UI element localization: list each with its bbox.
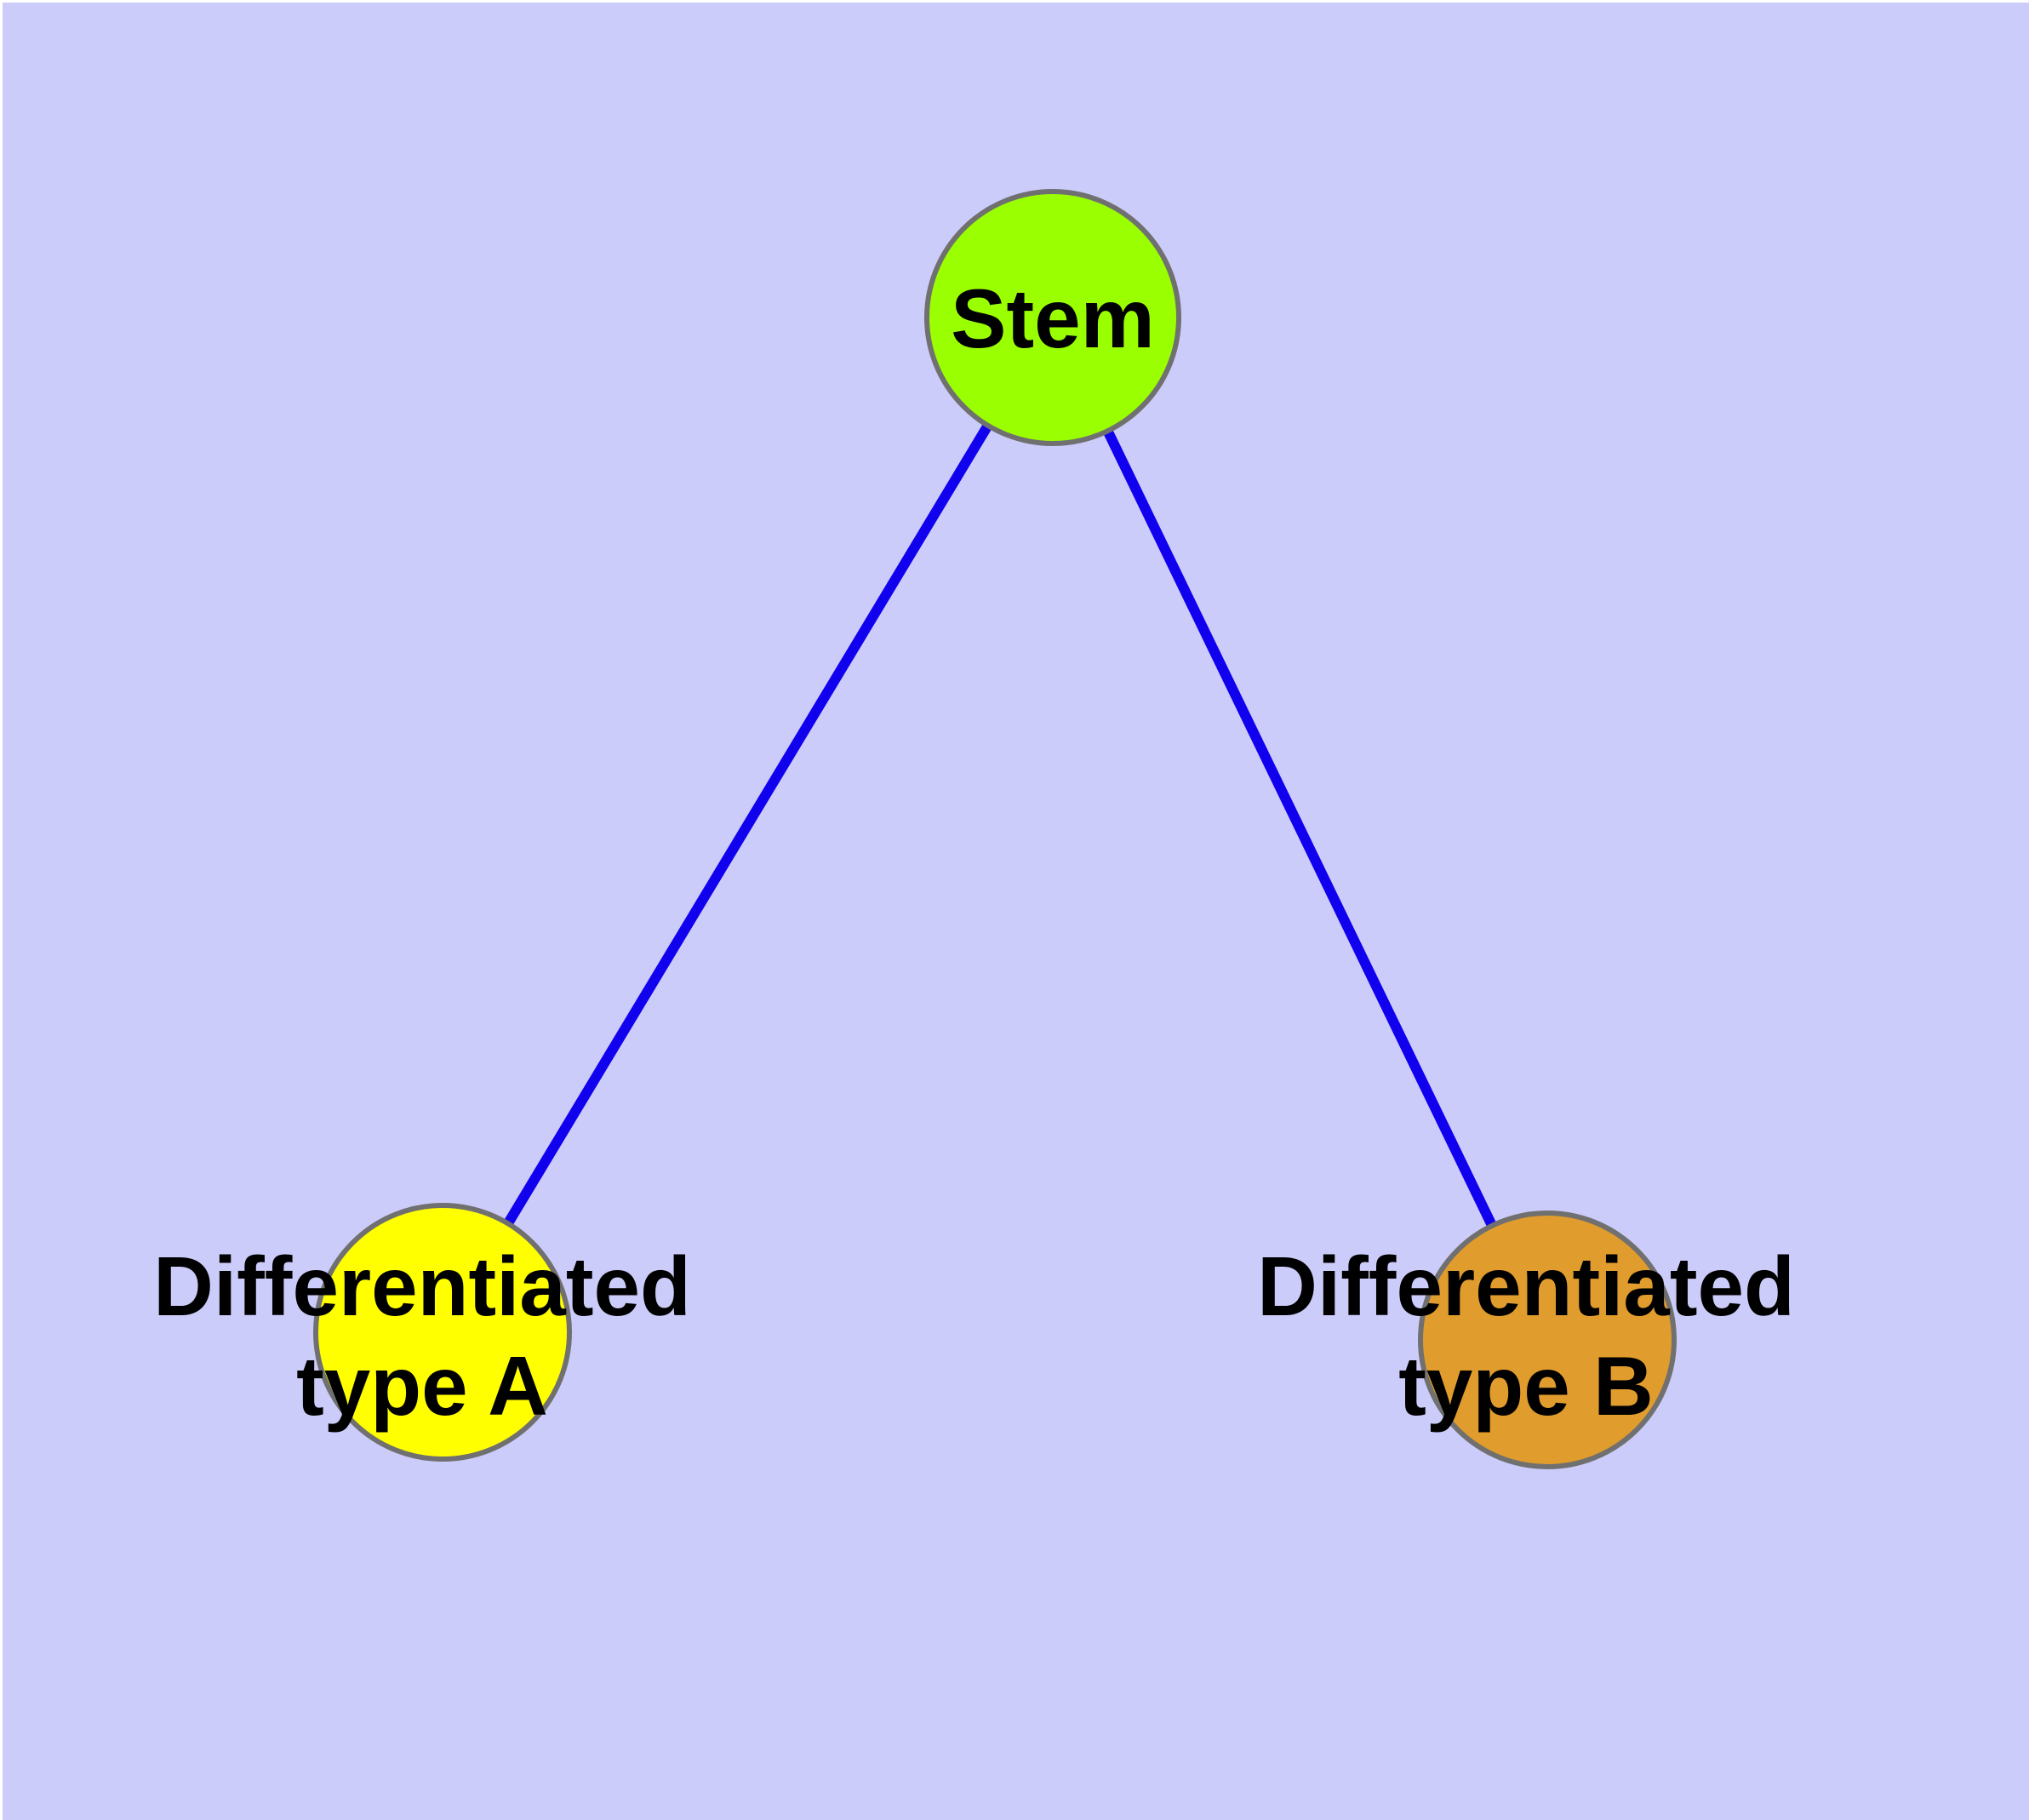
node-diff-b-circle[interactable] [1418, 1210, 1677, 1469]
node-diff-a-circle[interactable] [313, 1203, 572, 1462]
node-diff-b-label-line2: type B [1398, 1339, 1654, 1433]
node-diff-b[interactable] [1418, 1210, 1677, 1469]
edge-stem-to-diff-b[interactable] [1048, 315, 1552, 1342]
node-diff-a-label-line1: Differentiated [153, 1239, 691, 1333]
node-stem-circle[interactable] [924, 189, 1181, 446]
edge-layer [437, 314, 1552, 1342]
node-diff-b-label-line1: Differentiated [1257, 1239, 1795, 1333]
node-stem[interactable] [924, 189, 1181, 446]
label-layer: Stem Differentiated type A Differentiate… [153, 272, 1795, 1433]
node-diff-a-label-line2: type A [296, 1339, 548, 1433]
node-layer [313, 189, 1677, 1469]
node-diff-a[interactable] [313, 1203, 572, 1462]
node-stem-label: Stem [951, 272, 1155, 365]
edge-stem-to-diff-a[interactable] [437, 314, 1058, 1336]
